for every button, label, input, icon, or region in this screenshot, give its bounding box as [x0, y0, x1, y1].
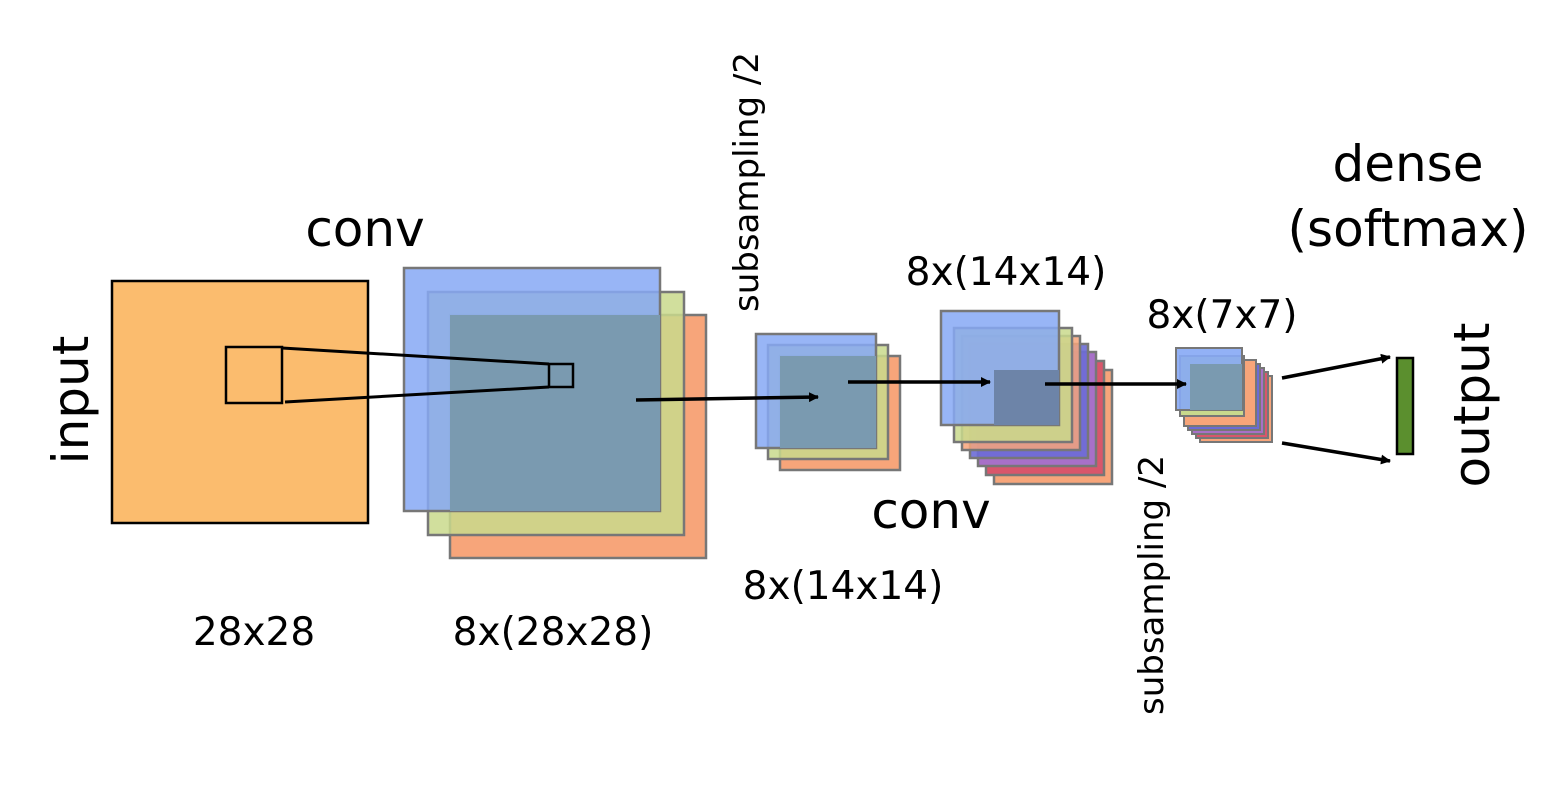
- conv1-size-label: 8x(28x28): [453, 610, 654, 655]
- receptive-field-box: [224, 345, 284, 405]
- projection-line-top: [281, 346, 550, 366]
- conv1-feature-maps: [402, 266, 708, 560]
- output-label: output: [1443, 323, 1501, 488]
- conv2-label: conv: [871, 482, 990, 540]
- input-label: input: [42, 336, 100, 465]
- conv1-label: conv: [305, 200, 424, 258]
- subsampling1-label: subsampling /2: [727, 52, 767, 312]
- subsampling2-label: subsampling /2: [1132, 455, 1172, 715]
- conv2-feature-maps: [939, 309, 1114, 486]
- projection-line-bottom: [284, 385, 550, 404]
- arrow-pool2-to-output-top: [1281, 353, 1391, 380]
- pool2-feature-maps: [1175, 347, 1273, 443]
- softmax-label: (softmax): [1288, 200, 1529, 258]
- dense-label: dense: [1332, 135, 1483, 193]
- input-layer: [110, 279, 370, 525]
- arrow-conv1-to-pool1: [635, 392, 819, 403]
- pool1-size-label: 8x(14x14): [743, 564, 944, 609]
- input-size-label: 28x28: [193, 610, 315, 655]
- output-vector: [1395, 356, 1415, 456]
- pool2-size-label: 8x(7x7): [1146, 293, 1297, 338]
- pool1-feature-maps: [754, 332, 902, 472]
- conv1-target-box: [547, 362, 575, 389]
- arrow-pool2-to-output-bottom: [1281, 441, 1391, 465]
- conv2-size-label: 8x(14x14): [906, 250, 1107, 295]
